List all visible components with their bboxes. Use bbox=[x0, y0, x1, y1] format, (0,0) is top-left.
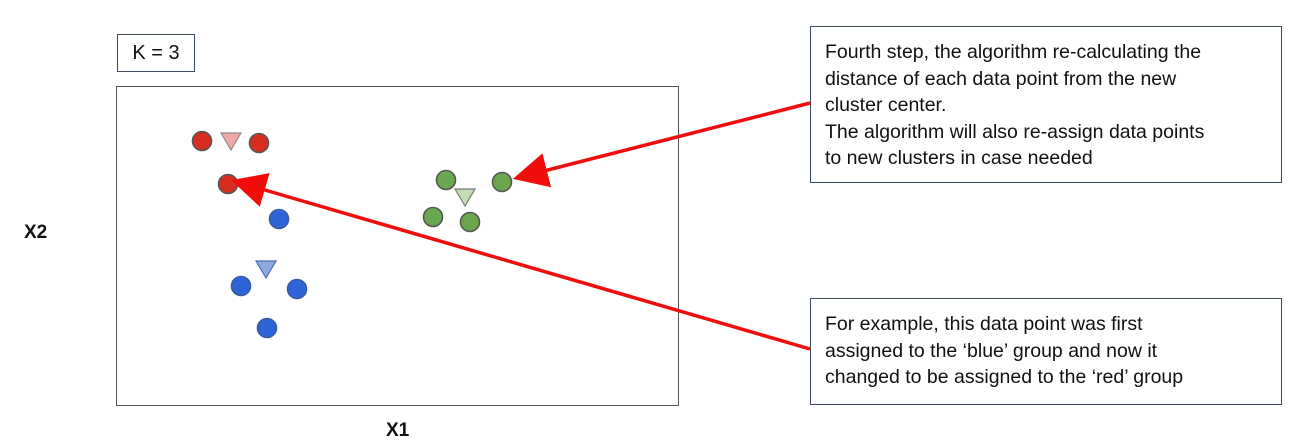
red-point bbox=[191, 130, 213, 152]
blue-point bbox=[256, 317, 278, 339]
step-line-2: distance of each data point from the new bbox=[825, 67, 1177, 90]
step-line-3: cluster center. bbox=[825, 94, 947, 116]
example-line-1: For example, this data point was first bbox=[825, 313, 1143, 335]
example-explanation-box: For example, this data point was first a… bbox=[810, 298, 1282, 405]
x-axis-label: X1 bbox=[386, 420, 410, 441]
blue-point bbox=[230, 275, 252, 297]
step-line-5: to new clusters in case needed bbox=[825, 147, 1093, 169]
blue-point bbox=[268, 208, 290, 230]
y-axis-label: X2 bbox=[24, 222, 48, 243]
example-line-2: assigned to the ‘blue’ group and now it bbox=[825, 339, 1158, 362]
red-centroid bbox=[219, 132, 243, 152]
green-point bbox=[491, 171, 513, 193]
step-line-4: The algorithm will also re-assign data p… bbox=[825, 120, 1205, 143]
green-point bbox=[459, 211, 481, 233]
step-explanation-box: Fourth step, the algorithm re-calculatin… bbox=[810, 26, 1282, 183]
arrow-to-green-cluster bbox=[512, 101, 811, 188]
arrow-to-reassigned-point bbox=[231, 173, 811, 351]
blue-centroid bbox=[254, 260, 278, 280]
green-point bbox=[422, 206, 444, 228]
example-line-3: changed to be assigned to the ‘red’ grou… bbox=[825, 366, 1184, 388]
red-point bbox=[248, 132, 270, 154]
step-line-1: Fourth step, the algorithm re-calculatin… bbox=[825, 41, 1202, 63]
blue-point bbox=[286, 278, 308, 300]
scatter-plot-frame bbox=[116, 86, 679, 406]
green-centroid bbox=[453, 188, 477, 208]
green-point bbox=[435, 169, 457, 191]
reassigned-red-point bbox=[217, 173, 239, 195]
k-value-label: K = 3 bbox=[117, 34, 195, 72]
